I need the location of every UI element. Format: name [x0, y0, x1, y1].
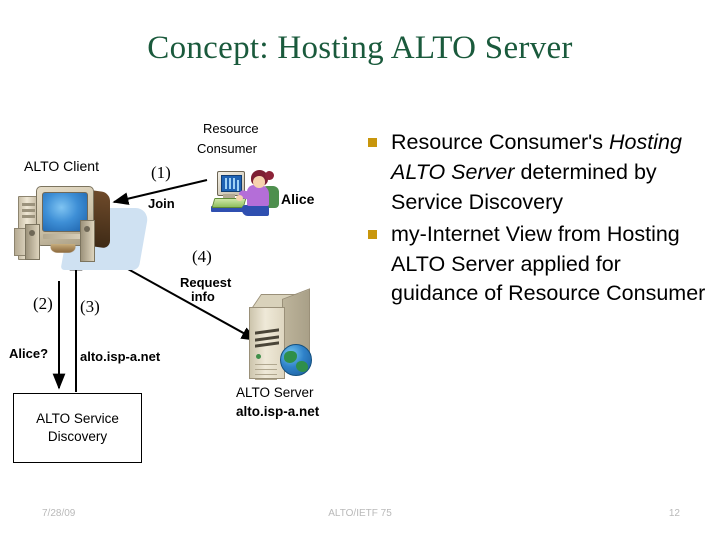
resource-consumer-label-line1: Resource: [203, 121, 259, 136]
alto-server-label-line1: ALTO Server: [236, 385, 314, 400]
footer-center-text: ALTO/IETF 75: [328, 508, 392, 519]
footer-date: 7/28/09: [42, 508, 76, 519]
alto-server-label-line2: alto.isp-a.net: [236, 404, 320, 419]
step4-label-line2: info: [191, 289, 215, 304]
monitor-vent: [43, 234, 85, 239]
alto-client-computer-graphic: [14, 180, 150, 285]
alice-monitor-screen: [221, 175, 242, 192]
alice-desk: [211, 206, 247, 212]
arrow-step4-request-info: [116, 262, 258, 341]
alto-server-graphic: [248, 288, 329, 384]
alto-client-label: ALTO Client: [24, 158, 99, 174]
bullet-1-post: determined by Service Discovery: [391, 159, 657, 214]
server-power-led: [256, 354, 261, 359]
bullet-1-pre: Resource Consumer's: [391, 130, 609, 154]
service-discovery-text: ALTO Service Discovery: [36, 410, 119, 446]
arrow-step1-join: [112, 179, 208, 205]
step4-label-line1: Request: [180, 275, 232, 290]
server-front-panel: [249, 307, 285, 379]
alice-hand: [236, 195, 243, 201]
alice-torso: [247, 185, 269, 206]
alice-hair-bun: [265, 171, 274, 180]
step4-number: (4): [192, 247, 212, 266]
bullet-text-1: Resource Consumer's Hosting ALTO Server …: [391, 128, 708, 218]
step1-label: Join: [148, 196, 175, 211]
service-discovery-line2: Discovery: [47, 429, 108, 444]
bullet-item-1: Resource Consumer's Hosting ALTO Server …: [368, 128, 708, 218]
alto-service-discovery-box: ALTO Service Discovery: [13, 393, 142, 463]
speaker-right-icon: [80, 220, 95, 262]
globe-icon: [280, 344, 312, 376]
step1-number: (1): [151, 163, 171, 182]
bullet-list: Resource Consumer's Hosting ALTO Server …: [368, 128, 708, 311]
alice-label: Alice: [281, 191, 315, 207]
alice-person-graphic: [211, 169, 283, 217]
server-front-ribs: [255, 364, 277, 365]
step2-number: (2): [33, 294, 53, 313]
alice-face: [253, 176, 265, 188]
service-discovery-line1: ALTO Service: [36, 411, 119, 427]
crt-monitor-icon: [36, 186, 94, 246]
step2-label: Alice?: [9, 346, 49, 361]
bullet-1-emphasis: Hosting ALTO Server: [391, 130, 682, 184]
step3-label: alto.isp-a.net: [80, 349, 161, 364]
monitor-stand: [48, 244, 78, 253]
page-title: Concept: Hosting ALTO Server: [147, 30, 573, 66]
footer-page-number: 12: [668, 508, 680, 519]
monitor-screen: [42, 192, 88, 232]
server-drive-slots: [255, 328, 279, 335]
alice-legs: [242, 205, 269, 216]
resource-consumer-label-line2: Consumer: [197, 141, 257, 156]
speaker-left-icon: [25, 224, 40, 260]
bullet-marker-icon: [368, 138, 377, 147]
bullet-item-2: my-Internet View from Hosting ALTO Serve…: [368, 220, 708, 310]
bullet-marker-icon: [368, 229, 377, 239]
alice-monitor-icon: [217, 171, 245, 196]
step3-number: (3): [80, 297, 100, 316]
bullet-text-2: my-Internet View from Hosting ALTO Serve…: [391, 221, 706, 306]
alice-monitor-stand: [223, 194, 235, 198]
